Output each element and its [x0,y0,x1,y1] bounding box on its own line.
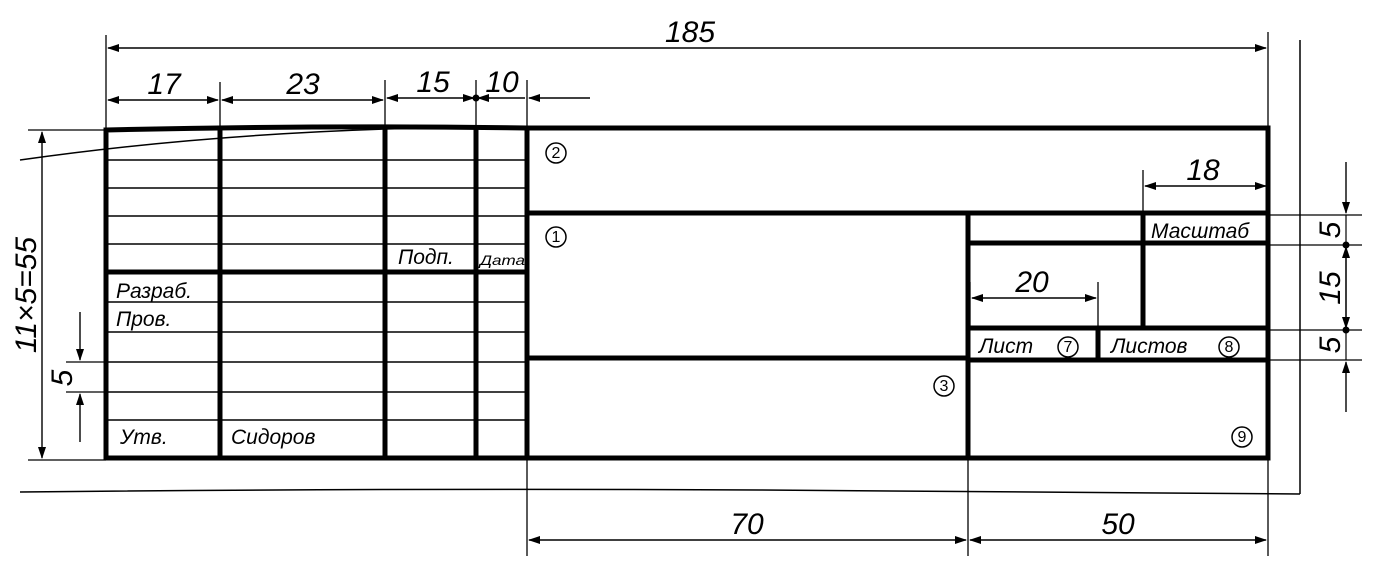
marker-2: 2 [552,145,561,162]
title-block-rows [106,159,527,421]
marker-9: 9 [1238,429,1247,446]
sheet-frame-curve-bottom [19,488,1301,495]
dim-15-text: 15 [416,66,450,99]
marker-8: 8 [1225,339,1234,356]
dim-5-right-top-text: 5 [1314,221,1347,238]
label-masshtab: Масштаб [1151,220,1250,243]
circled-markers: 2 1 3 7 8 9 [545,142,1253,448]
dimension-lines [38,44,1350,544]
marker-1: 1 [552,229,561,246]
dim-20-text: 20 [1014,266,1049,299]
dim-18-text: 18 [1186,154,1220,187]
extension-lines [28,32,1362,556]
label-data: Дата [478,252,526,268]
dim-5-right-bottom-text: 5 [1314,336,1347,353]
label-sidorov: Сидоров [231,426,315,449]
dim-17-text: 17 [147,68,182,101]
label-prov: Пров. [116,308,171,331]
marker-7: 7 [1064,339,1073,356]
label-razrab: Разраб. [116,280,192,303]
dim-10-text: 10 [485,66,519,99]
dim-50-text: 50 [1101,508,1135,541]
dim-23-text: 23 [285,68,320,101]
dim-15-right-text: 15 [1314,271,1347,305]
marker-3: 3 [940,378,949,395]
title-block-frame [103,124,1271,461]
label-listov: Листов [1109,335,1188,358]
label-podp: Подп. [398,246,454,269]
dim-185-text: 185 [665,16,715,49]
label-utv: Утв. [119,426,168,449]
dim-70-text: 70 [730,508,764,541]
label-list: Лист [977,335,1033,358]
dimension-dots [472,94,1350,334]
dim-55-text: 11×5=55 [10,237,43,354]
dim-5-left-text: 5 [46,369,79,386]
